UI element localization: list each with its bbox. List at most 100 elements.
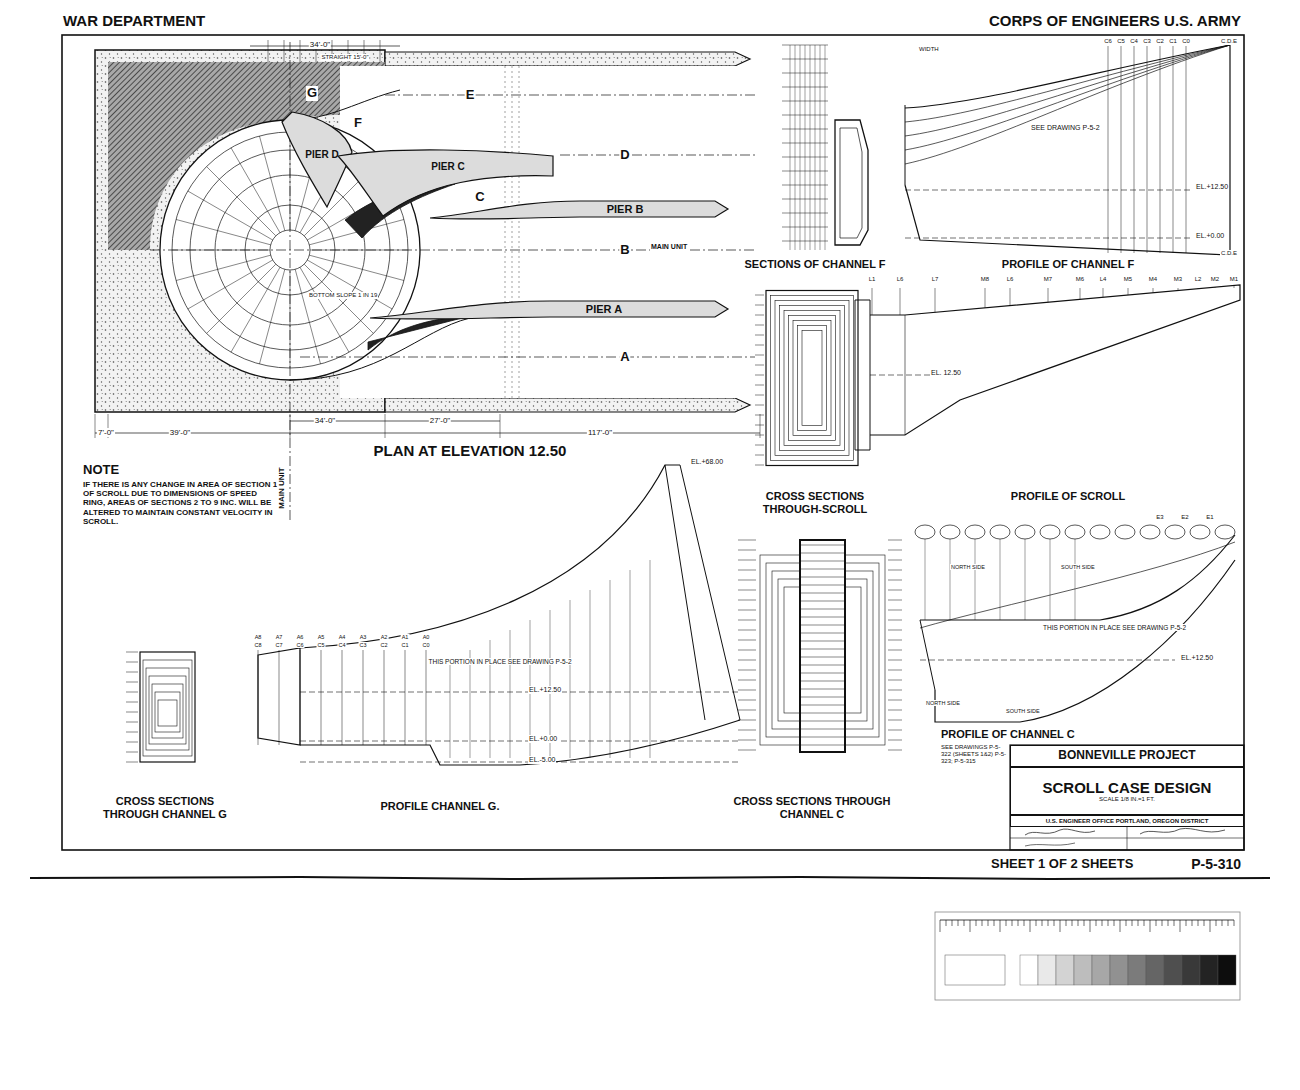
station-mark: E3 xyxy=(1155,514,1164,521)
dimension-tick xyxy=(755,335,764,336)
reference-note: THIS PORTION IN PLACE SEE DRAWING P-5-2 xyxy=(1042,624,1187,631)
dimension-tick xyxy=(888,710,902,711)
ruler-tick xyxy=(1108,920,1109,926)
station-mark: C.D.E xyxy=(1220,250,1238,257)
density-patch xyxy=(1020,955,1038,985)
title-cell: SCROLL CASE DESIGNSCALE 1/8 IN.=1 FT. xyxy=(1010,767,1244,815)
station-mark: M5 xyxy=(1123,276,1133,283)
dimension-line xyxy=(810,45,811,250)
section-ray xyxy=(259,269,284,364)
dimension-tick xyxy=(755,295,764,296)
channel-letter: G xyxy=(306,86,318,101)
elevation-mark: EL.-5.00 xyxy=(528,756,556,764)
dimension: 7'-0" xyxy=(97,428,115,437)
side-note: SOUTH SIDE xyxy=(1060,564,1096,570)
section-line xyxy=(800,697,845,698)
extension-line xyxy=(268,40,269,62)
ruler-tick xyxy=(1006,920,1007,926)
dimension-tick xyxy=(888,730,902,731)
dimension-tick xyxy=(738,630,756,631)
title-text: SCROLL CASE DESIGN xyxy=(1043,779,1212,796)
ruler-tick xyxy=(1150,920,1151,932)
section-line xyxy=(800,713,845,714)
station-mark: M4 xyxy=(1148,276,1158,283)
density-patch xyxy=(1038,955,1056,985)
elevation-mark: EL.+68.00 xyxy=(690,458,724,466)
density-patch xyxy=(1092,955,1110,985)
station-mark: M1 xyxy=(1229,276,1239,283)
signature xyxy=(1025,843,1075,846)
section-line xyxy=(800,593,845,594)
dimension-tick xyxy=(738,550,756,551)
axis-label: MAIN UNIT xyxy=(277,466,286,509)
ruler-tick xyxy=(1000,920,1001,932)
dimension: BOTTOM SLOPE 1 IN 19 xyxy=(308,292,378,299)
channel-section xyxy=(140,652,195,762)
section-ray xyxy=(295,269,320,364)
station-mark: A7 xyxy=(275,634,284,640)
dimension-tick xyxy=(738,580,756,581)
dimension: 34'-0" xyxy=(314,416,336,425)
pier-outline xyxy=(370,301,728,319)
station-mark: L2 xyxy=(1194,276,1203,283)
dimension-tick xyxy=(126,692,138,693)
note-text: IF THERE IS ANY CHANGE IN AREA OF SECTIO… xyxy=(82,480,279,526)
center-line xyxy=(385,95,755,96)
elevation-line xyxy=(300,741,740,742)
station-line xyxy=(610,580,611,758)
elevation-line xyxy=(300,762,740,763)
ruler-tick xyxy=(1060,920,1061,932)
dimension-tick xyxy=(888,550,902,551)
dimension-tick xyxy=(126,732,138,733)
dimension-tick xyxy=(126,752,138,753)
note-heading: NOTE xyxy=(82,463,120,478)
elevation-mark: EL.+0.00 xyxy=(1195,232,1225,240)
section-line xyxy=(800,553,845,554)
station-line xyxy=(426,650,427,745)
elevation-mark: EL.+12.50 xyxy=(1180,654,1214,662)
station-line xyxy=(405,650,406,745)
station-circle xyxy=(1215,525,1235,539)
station-line xyxy=(1103,288,1104,297)
dimension-tick xyxy=(126,662,138,663)
ruler-tick xyxy=(1012,920,1013,926)
dimension-tick xyxy=(126,712,138,713)
extension-line xyxy=(95,414,96,438)
view-title: PROFILE OF SCROLL xyxy=(1010,490,1126,503)
dimension-tick xyxy=(755,445,764,446)
station-line xyxy=(1215,287,1216,289)
section-line xyxy=(800,569,845,570)
station-mark: M8 xyxy=(980,276,990,283)
section-line xyxy=(800,737,845,738)
ruler-tick xyxy=(1030,920,1031,932)
dimension-tick xyxy=(738,670,756,671)
scroll-section xyxy=(784,311,840,446)
ruler-tick xyxy=(1018,920,1019,926)
dimension-tick xyxy=(888,660,902,661)
station-mark: A5 xyxy=(317,634,326,640)
station-line xyxy=(1050,539,1051,620)
station-circle xyxy=(965,525,985,539)
pier-name: PIER B xyxy=(607,203,644,215)
station-circle xyxy=(915,525,935,539)
dimension: 34'-0" xyxy=(309,40,331,49)
elevation-mark: EL.+12.50 xyxy=(1195,183,1229,191)
channel-section xyxy=(146,668,189,750)
sheet-border xyxy=(62,35,1244,850)
training-wall xyxy=(385,398,750,412)
dimension-tick xyxy=(755,465,764,466)
view-title: PROFILE CHANNEL G. xyxy=(380,800,501,813)
ruler-tick xyxy=(1126,920,1127,926)
dimension-tick xyxy=(888,540,902,541)
station-mark: C1 xyxy=(400,642,409,648)
dimension-line xyxy=(825,45,826,250)
elevation-line xyxy=(300,692,740,693)
density-patch xyxy=(1200,955,1218,985)
dimension-tick xyxy=(738,700,756,701)
extension-line xyxy=(300,40,301,62)
extension-line xyxy=(380,40,381,62)
dimension-tick xyxy=(126,702,138,703)
channel-letter: E xyxy=(465,88,476,103)
station-circle xyxy=(940,525,960,539)
